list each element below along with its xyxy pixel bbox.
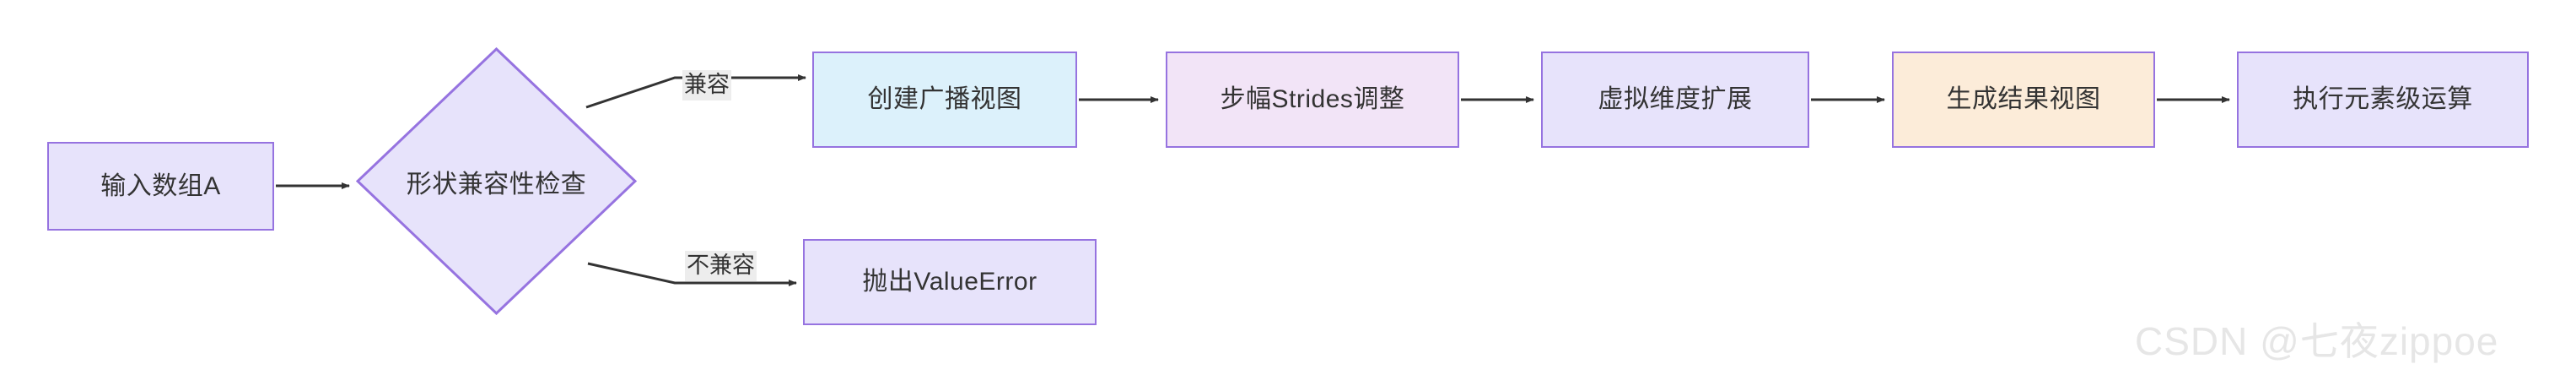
node-elementwise-op-label: 执行元素级运算 bbox=[2293, 85, 2473, 114]
edge-label-incompatible: 不兼容 bbox=[685, 251, 757, 281]
node-input-array[interactable]: 输入数组A bbox=[47, 142, 274, 231]
node-strides-adjust[interactable]: 步幅Strides调整 bbox=[1166, 52, 1459, 148]
node-create-broadcast-view[interactable]: 创建广播视图 bbox=[812, 52, 1077, 148]
node-input-array-label: 输入数组A bbox=[100, 171, 221, 200]
node-strides-adjust-label: 步幅Strides调整 bbox=[1220, 85, 1405, 114]
node-generate-result-view-label: 生成结果视图 bbox=[1946, 85, 2101, 114]
node-virtual-dim-expand-label: 虚拟维度扩展 bbox=[1598, 85, 1753, 114]
node-generate-result-view[interactable]: 生成结果视图 bbox=[1892, 52, 2155, 148]
node-raise-valueerror-label: 抛出ValueError bbox=[862, 268, 1037, 296]
node-raise-valueerror[interactable]: 抛出ValueError bbox=[803, 239, 1097, 325]
node-shape-check-label: 形状兼容性检查 bbox=[406, 170, 587, 198]
edge-label-compatible: 兼容 bbox=[682, 70, 731, 101]
node-create-broadcast-view-label: 创建广播视图 bbox=[867, 85, 1022, 114]
csdn-watermark: CSDN @七夜zippoe bbox=[2135, 319, 2499, 363]
node-shape-check[interactable]: 形状兼容性检查 bbox=[356, 47, 637, 315]
node-virtual-dim-expand[interactable]: 虚拟维度扩展 bbox=[1541, 52, 1809, 148]
node-elementwise-op[interactable]: 执行元素级运算 bbox=[2237, 52, 2529, 148]
diamond-shape-icon bbox=[356, 47, 637, 315]
